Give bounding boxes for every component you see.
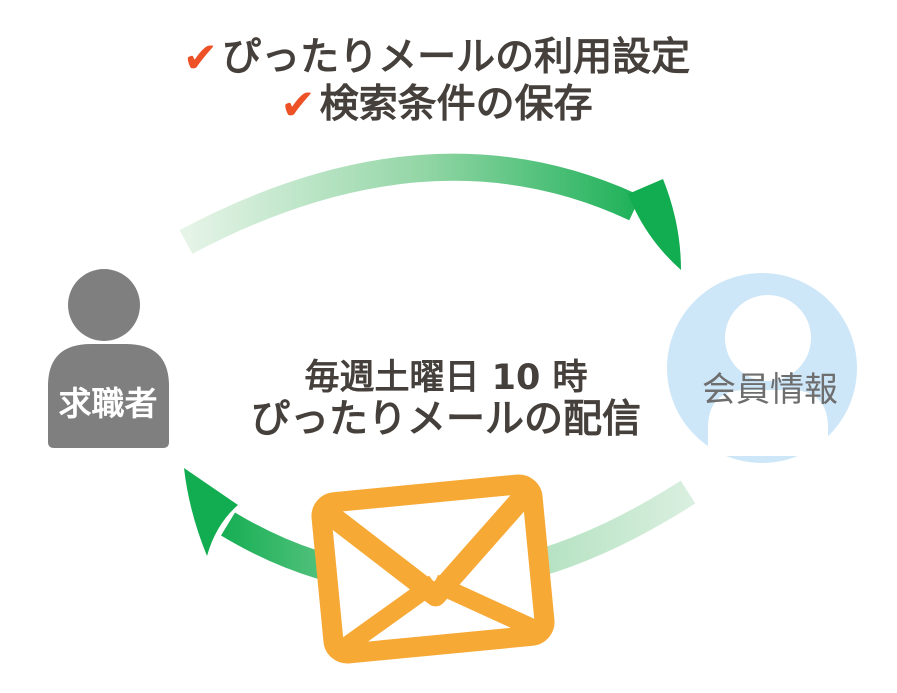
job-seeker-label: 求職者	[58, 384, 158, 423]
checklist-item-label: 検索条件の保存	[319, 82, 593, 127]
bottom-arrowhead-icon	[184, 468, 238, 556]
check-icon: ✔	[280, 80, 316, 129]
checklist-item: ✔検索条件の保存	[0, 81, 873, 128]
checklist-item: ✔ぴったりメールの利用設定	[0, 34, 873, 81]
top-arrow-arc	[179, 153, 641, 254]
center-caption-line2: ぴったりメールの配信	[250, 397, 641, 442]
center-caption: 毎週土曜日 10 時 ぴったりメールの配信	[0, 358, 892, 442]
top-arrowhead-icon	[628, 179, 681, 270]
check-icon: ✔	[182, 33, 219, 82]
job-seeker-icon	[48, 269, 169, 448]
title-checklist: ✔ぴったりメールの利用設定 ✔検索条件の保存	[0, 34, 873, 128]
center-caption-line1: 毎週土曜日 10 時	[304, 358, 588, 398]
envelope-icon	[311, 474, 555, 664]
member-info-label: 会員情報	[702, 370, 838, 410]
checklist-item-label: ぴったりメールの利用設定	[222, 35, 691, 80]
member-info-icon	[667, 273, 857, 463]
